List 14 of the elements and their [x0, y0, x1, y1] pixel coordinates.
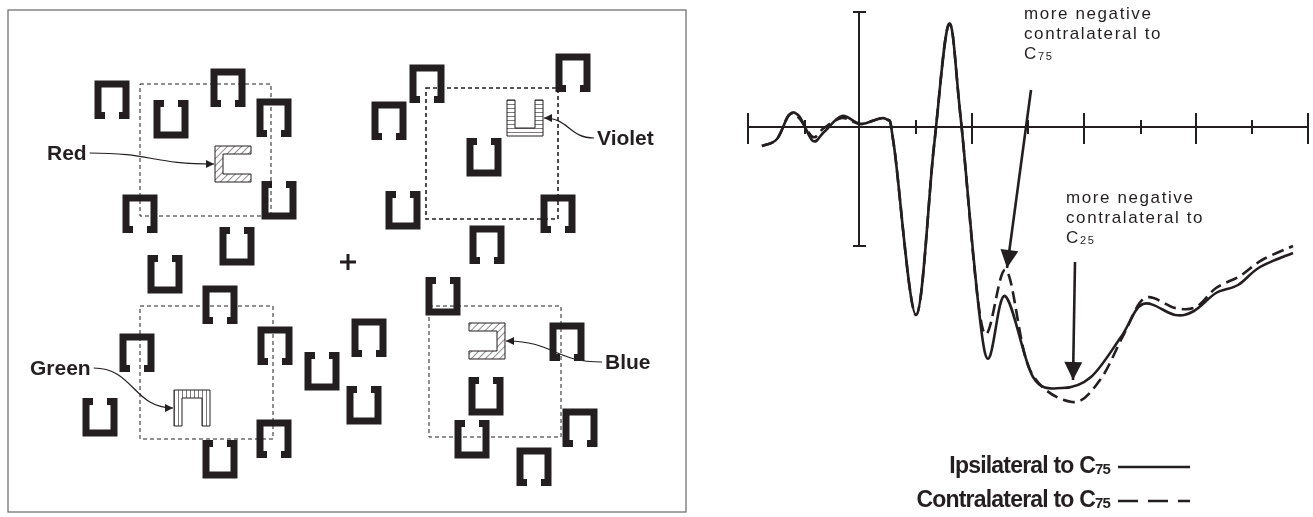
color-label: Blue — [605, 350, 651, 374]
leader-line — [505, 337, 603, 363]
color-label: Green — [30, 356, 91, 380]
color-label: Red — [47, 141, 87, 165]
target-shape — [468, 322, 506, 360]
arrow — [1064, 261, 1083, 381]
arrow — [1000, 89, 1033, 269]
target-shape — [214, 145, 252, 183]
leader-line — [89, 152, 215, 168]
leader-line — [543, 114, 595, 139]
target-shape — [506, 99, 544, 137]
target-shape — [173, 389, 211, 427]
color-label: Violet — [597, 126, 654, 150]
leader-line — [93, 367, 174, 412]
